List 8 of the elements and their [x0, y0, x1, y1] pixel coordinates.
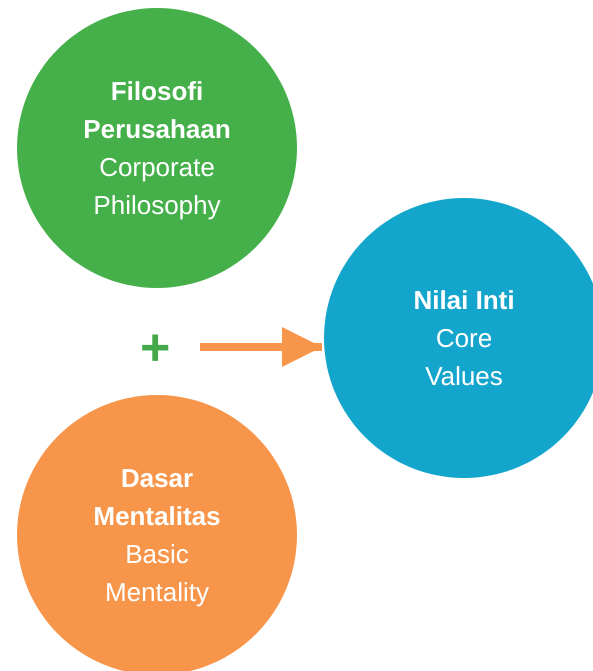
node-title: Filosofi Perusahaan: [82, 75, 232, 146]
node-title: Dasar Mentalitas: [92, 462, 222, 533]
node-subtitle: Core Values: [424, 322, 504, 393]
arrow: [200, 327, 322, 367]
plus-sign: +: [140, 322, 170, 374]
node-subtitle: Basic Mentality: [104, 538, 210, 609]
node-subtitle: Corporate Philosophy: [92, 151, 222, 222]
node-title: Nilai Inti: [412, 284, 516, 317]
